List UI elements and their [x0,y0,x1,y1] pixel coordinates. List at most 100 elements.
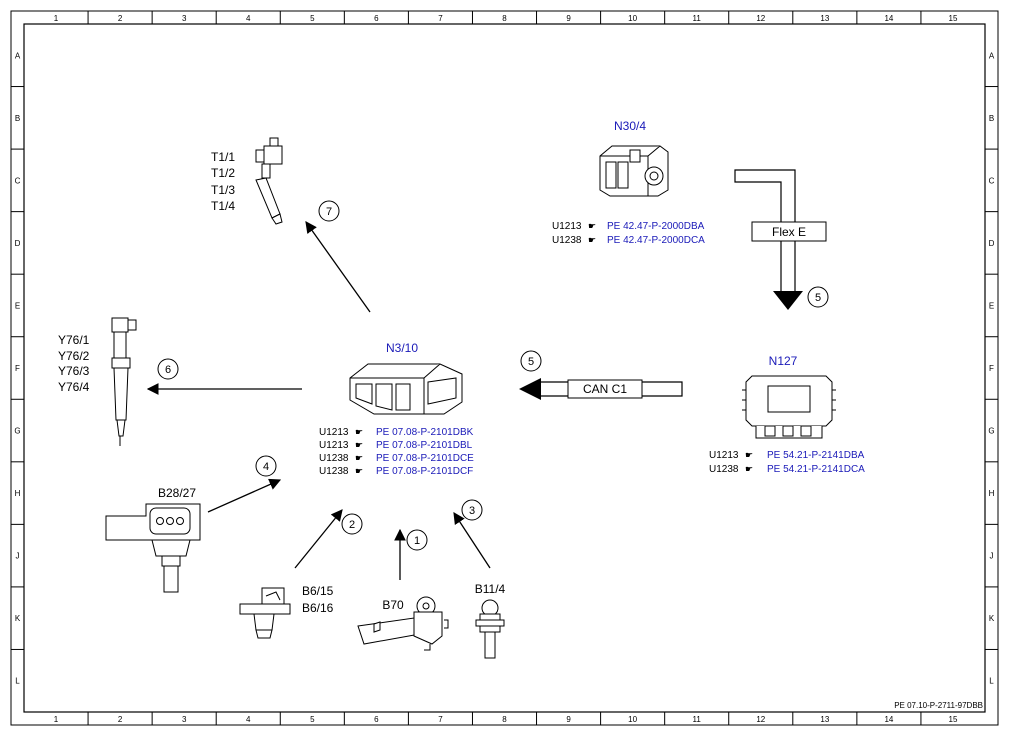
n3-10-ref-code-4: U1238 [319,466,349,477]
svg-text:3: 3 [469,505,475,517]
grid-labels: 1122334455667788991010111112121313141415… [14,14,994,724]
hand-pointer-icon: ☛ [355,427,363,437]
camshaft-sensor-icon [239,587,291,639]
n127-ref-link-2[interactable]: PE 54.21-P-2141DCA [767,464,865,475]
callout-7: 7 [318,200,340,222]
grid-col-label: 1 [54,715,59,724]
arrow-to-t1 [305,221,371,313]
n30-4-ref-link-1[interactable]: PE 42.47-P-2000DBA [607,221,705,232]
can-c1-label: CAN C1 [583,382,627,396]
grid-row-label: A [989,51,995,60]
grid-col-label: 11 [693,14,702,23]
arrow-from-b6 [294,509,343,569]
n127-module-icon [742,375,836,439]
grid-col-label: 7 [438,14,443,23]
glow-plug-icon [255,137,283,225]
n127-ref-link-1[interactable]: PE 54.21-P-2141DBA [767,450,865,461]
callouts: 1 2 3 4 5 5 6 7 [157,200,829,551]
hand-pointer-icon: ☛ [355,453,363,463]
n127-component: N127 U1213 ☛ PE 54.21-P-2141DBA U1238 ☛ … [709,354,865,475]
svg-text:6: 6 [165,364,171,376]
n3-10-ref-link-1[interactable]: PE 07.08-P-2101DBK [376,427,474,438]
n3-10-ref-link-4[interactable]: PE 07.08-P-2101DCF [376,466,473,477]
callout-5-flex: 5 [807,286,829,308]
grid-row-label: J [16,552,20,561]
hand-pointer-icon: ☛ [588,221,596,231]
grid-col-label: 5 [310,14,315,23]
flex-e-signal-path: Flex E [734,169,827,310]
n30-4-ref-link-2[interactable]: PE 42.47-P-2000DCA [607,235,705,246]
grid-col-label: 3 [182,715,187,724]
b6-label-2: B6/16 [302,601,334,615]
document-reference: PE 07.10-P-2711-97DBB [894,701,983,710]
hand-pointer-icon: ☛ [355,466,363,476]
grid-col-label: 6 [374,715,379,724]
grid-col-label: 4 [246,14,251,23]
callout-5-can: 5 [520,350,542,372]
grid-col-label: 8 [502,715,507,724]
grid-col-label: 3 [182,14,187,23]
b6-component: B6/15 B6/16 [239,584,334,639]
grid-col-label: 14 [884,715,893,724]
svg-text:7: 7 [326,206,332,218]
callout-3: 3 [461,499,483,521]
grid-row-label: C [989,176,995,185]
hand-pointer-icon: ☛ [745,464,753,474]
b11-4-component: B11/4 [475,582,506,659]
grid-row-label: F [989,364,994,373]
b6-label-1: B6/15 [302,584,334,598]
grid-col-label: 5 [310,715,315,724]
grid-row-label: D [989,239,995,248]
n30-4-ref-code-2: U1238 [552,235,582,246]
crankshaft-sensor-icon [357,596,449,651]
n3-10-ref-code-3: U1238 [319,453,349,464]
svg-text:2: 2 [349,519,355,531]
grid-col-label: 9 [566,715,571,724]
y76-label-3: Y76/3 [58,364,90,378]
callout-6: 6 [157,358,179,380]
n3-10-label: N3/10 [386,341,418,355]
grid-row-label: F [15,364,20,373]
n3-10-ref-link-3[interactable]: PE 07.08-P-2101DCE [376,453,474,464]
n3-10-ref-link-2[interactable]: PE 07.08-P-2101DBL [376,440,473,451]
y76-component: Y76/1 Y76/2 Y76/3 Y76/4 [58,317,137,446]
n127-ref-code-2: U1238 [709,464,739,475]
injector-icon [111,317,137,446]
grid-row-label: E [15,301,20,310]
pressure-sensor-icon [105,503,201,593]
arrow-from-b11-4 [453,512,491,569]
grid-col-label: 6 [374,14,379,23]
callout-4: 4 [255,455,277,477]
n30-4-module-icon [599,145,669,197]
grid-row-label: D [15,239,21,248]
n3-10-component: N3/10 U1213 ☛ PE 07.08-P-2101DBK U1213 ☛… [319,341,474,477]
grid-col-label: 8 [502,14,507,23]
n127-ref-code-1: U1213 [709,450,739,461]
n3-10-ref-code-1: U1213 [319,427,349,438]
n30-4-component: N30/4 U1213 ☛ PE 42.47-P-2000DBA U1238 ☛… [552,119,705,246]
grid-col-label: 10 [628,14,637,23]
grid-col-label: 2 [118,715,123,724]
grid-col-label: 2 [118,14,123,23]
grid-col-label: 1 [54,14,59,23]
t1-label-3: T1/3 [211,183,235,197]
n30-4-label: N30/4 [614,119,646,133]
grid-col-label: 11 [693,715,702,724]
grid-col-label: 14 [884,14,893,23]
grid-col-label: 13 [820,715,829,724]
grid-row-label: K [15,614,21,623]
grid-col-label: 13 [820,14,829,23]
n127-label: N127 [769,354,798,368]
grid-col-label: 12 [756,715,765,724]
grid-row-label: L [15,677,20,686]
drawing-frame [10,10,999,726]
arrow-from-b28-27 [207,478,282,513]
grid-col-label: 9 [566,14,571,23]
svg-text:5: 5 [815,292,821,304]
grid-col-label: 12 [756,14,765,23]
signal-arrows [146,221,491,580]
grid-row-label: K [989,614,995,623]
callout-1: 1 [406,529,428,551]
n30-4-ref-code-1: U1213 [552,221,582,232]
